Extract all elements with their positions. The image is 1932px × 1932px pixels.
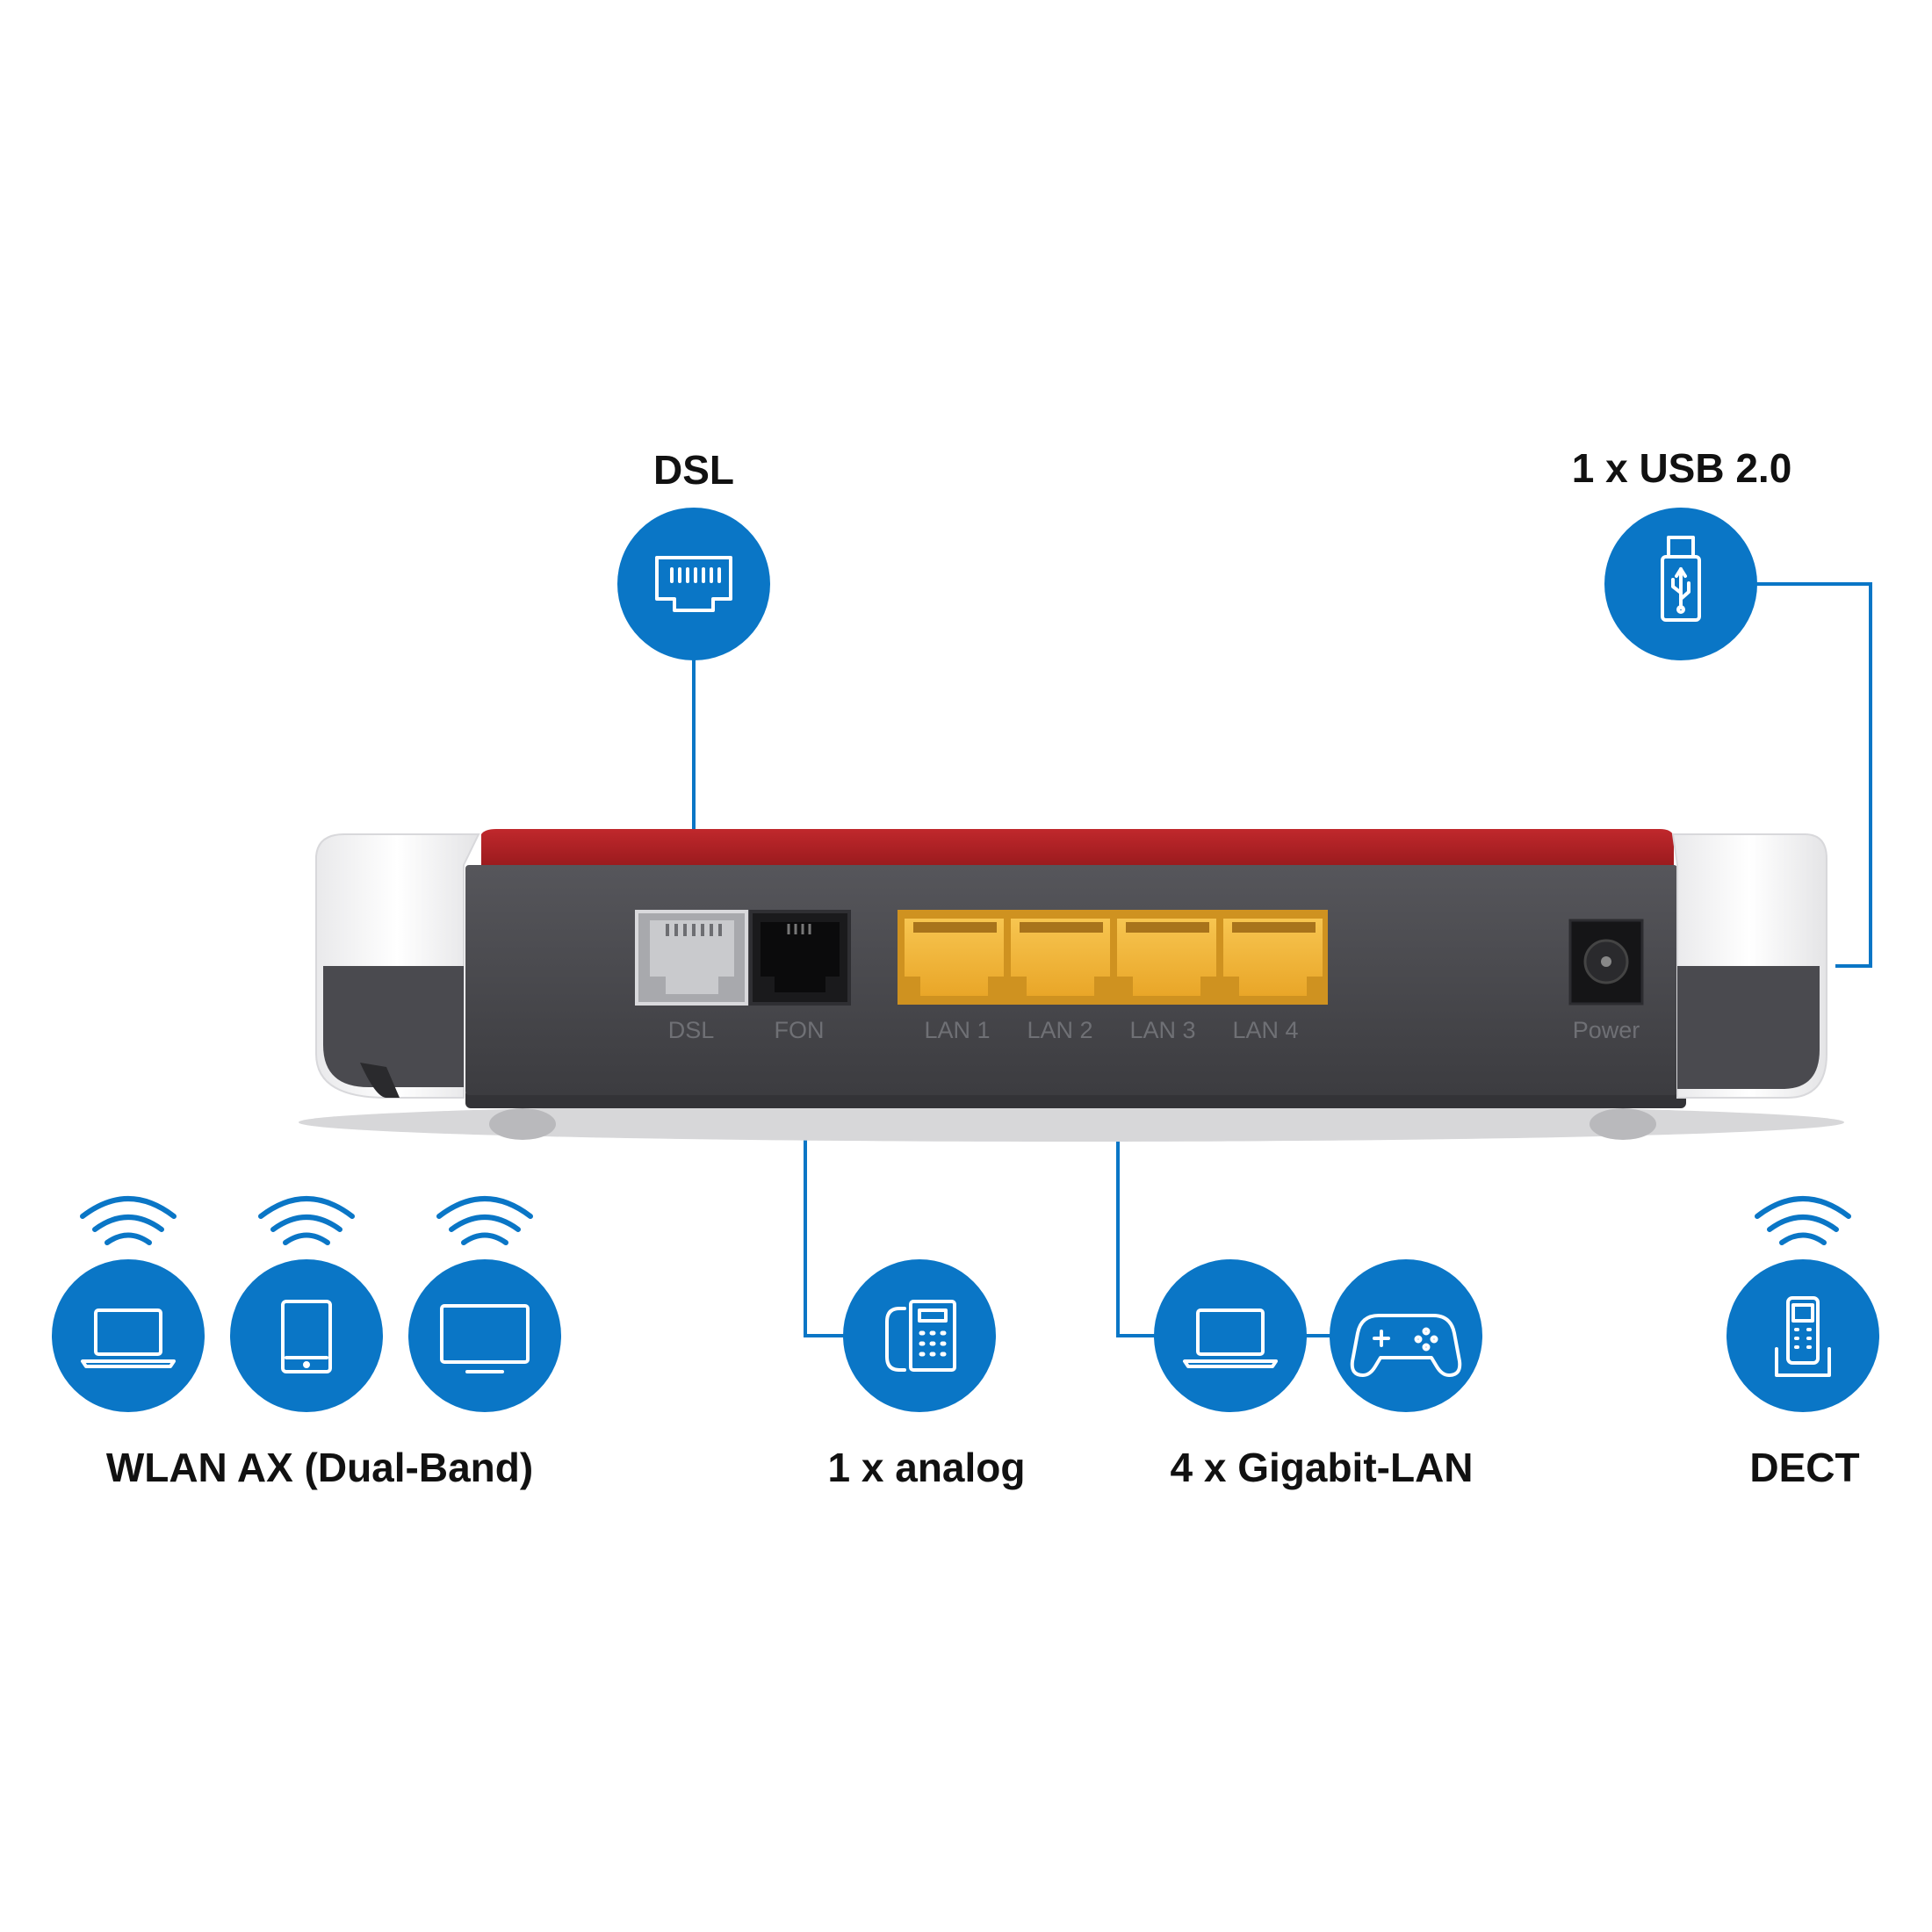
- wlan-laptop-circle: [52, 1259, 205, 1412]
- port-label-power: Power: [1573, 1017, 1640, 1043]
- wifi-signal-icon: [436, 1196, 533, 1245]
- dsl-title: DSL: [653, 447, 734, 493]
- lan-connector-line: [1116, 1071, 1155, 1337]
- port-label-lan2: LAN 2: [1027, 1017, 1092, 1043]
- lan-port-4: [1223, 919, 1323, 996]
- usb-connector-line: [1756, 582, 1872, 968]
- ethernet-port-icon: [655, 556, 732, 612]
- lan-port-1: [905, 919, 1004, 996]
- port-label-lan1: LAN 1: [924, 1017, 990, 1043]
- analog-phone-circle: [843, 1259, 996, 1412]
- router-foot-right: [1590, 1108, 1656, 1140]
- wlan-monitor-circle: [408, 1259, 561, 1412]
- cordless-phone-icon: [1775, 1296, 1831, 1377]
- router-foot-left: [489, 1108, 556, 1140]
- laptop-icon: [81, 1308, 176, 1368]
- port-label-lan3: LAN 3: [1129, 1017, 1195, 1043]
- desk-phone-icon: [885, 1300, 956, 1372]
- lan-port-3: [1117, 919, 1216, 996]
- dect-phone-circle: [1727, 1259, 1879, 1412]
- wifi-signal-icon: [80, 1196, 177, 1245]
- tablet-icon: [281, 1300, 332, 1373]
- lan-ports: [898, 910, 1328, 1005]
- fon-connector-line: [804, 1071, 847, 1337]
- wifi-signal-icon: [1755, 1196, 1851, 1245]
- lan-gamepad-circle: [1330, 1259, 1482, 1412]
- router: DSL FON LAN 1 LAN 2 LAN 3 LAN 4 Power: [299, 829, 1844, 1142]
- analog-title: 1 x analog: [827, 1445, 1026, 1490]
- wifi-signal-icon: [258, 1196, 355, 1245]
- usb-stick-icon: [1661, 536, 1701, 622]
- wlan-title: WLAN AX (Dual-Band): [105, 1445, 534, 1490]
- fon-port: [749, 910, 851, 1006]
- gamepad-icon: [1350, 1314, 1462, 1377]
- dsl-port: [635, 910, 748, 1006]
- port-label-lan4: LAN 4: [1232, 1017, 1298, 1043]
- power-jack: [1568, 919, 1644, 1006]
- laptop-icon: [1183, 1308, 1278, 1368]
- port-label-fon: FON: [775, 1017, 825, 1043]
- lan-laptop-circle: [1154, 1259, 1307, 1412]
- port-label-dsl: DSL: [668, 1017, 715, 1043]
- dsl-icon-circle: [617, 508, 770, 660]
- lan-title: 4 x Gigabit-LAN: [1170, 1445, 1474, 1490]
- wlan-tablet-circle: [230, 1259, 383, 1412]
- monitor-icon: [440, 1304, 530, 1373]
- dect-title: DECT: [1749, 1445, 1860, 1490]
- usb-title: 1 x USB 2.0: [1571, 445, 1792, 491]
- lan-port-2: [1011, 919, 1110, 996]
